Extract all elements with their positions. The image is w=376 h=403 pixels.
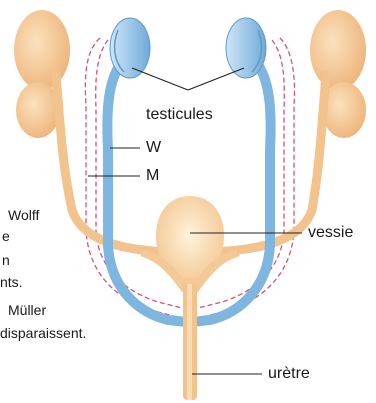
side-text-line-3: n: [2, 250, 10, 271]
kidney-right: [310, 10, 366, 90]
urethra-highlight: [187, 284, 192, 400]
side-text-line-5: Müller: [8, 300, 46, 321]
label-wolff-duct: W: [146, 139, 161, 157]
testis-right: [226, 18, 266, 78]
side-text-line-6: disparaissent.: [0, 323, 86, 344]
label-urethra: urètre: [268, 365, 310, 383]
side-text-line-1: Wolff: [8, 205, 39, 226]
side-text-line-4: nts.: [0, 272, 23, 293]
wolff-duct-left: [107, 62, 186, 322]
kidney-left: [14, 10, 70, 90]
label-bladder: vessie: [308, 224, 353, 242]
label-muller-duct: M: [146, 167, 159, 185]
leader-testes-left: [132, 68, 188, 90]
side-text-line-2: e: [2, 226, 10, 247]
muller-duct-left: [85, 38, 182, 318]
testis-left: [110, 18, 150, 78]
label-testes: testicules: [146, 106, 213, 124]
leader-testes-right: [188, 68, 244, 90]
